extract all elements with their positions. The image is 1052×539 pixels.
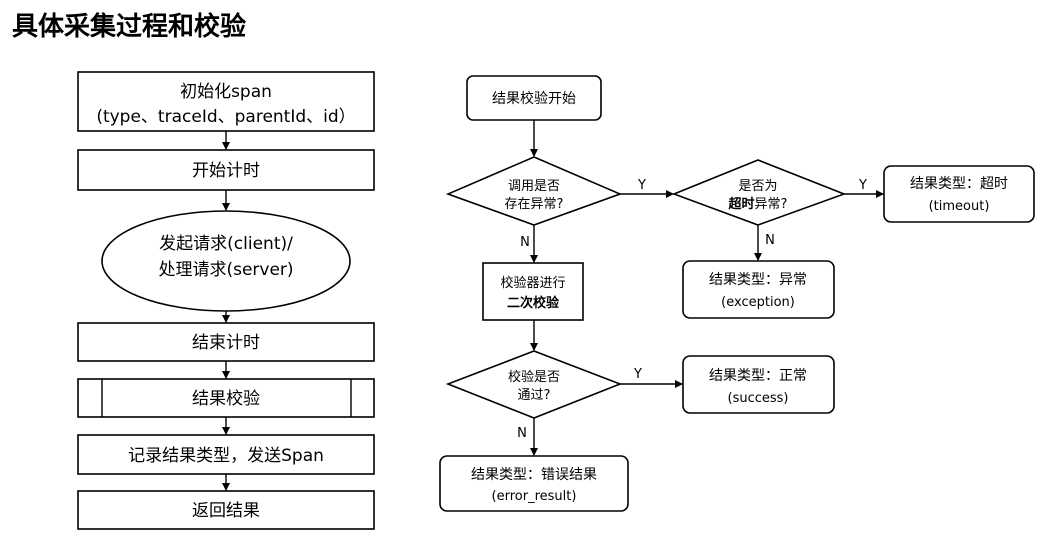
passed-check-line2: 通过?	[518, 388, 551, 403]
request-ellipse	[101, 210, 351, 312]
verify-start-label: 结果校验开始	[492, 90, 576, 107]
error-result-line1: 结果类型：错误结果	[471, 467, 597, 483]
success-result-line1: 结果类型：正常	[709, 368, 807, 384]
exception-check-diamond	[445, 156, 623, 226]
error-result-line2: (error_result)	[492, 489, 577, 504]
right-flow: Y Y N N Y N 结果校验开始 调用是否 存在异常? 是否为 超时异常? …	[439, 75, 1035, 512]
left-flow: 初始化span (type、traceId、parentId、id） 开始计时 …	[77, 71, 375, 530]
end-timer-box	[77, 322, 375, 362]
validator-line2: 二次校验	[507, 295, 560, 311]
exception-check-line1: 调用是否	[508, 179, 560, 194]
start-timer-box	[77, 149, 375, 191]
return-box	[77, 490, 375, 530]
end-timer-label: 结束计时	[192, 333, 260, 353]
label-passed-yes: Y	[633, 367, 642, 382]
timeout-result-line1: 结果类型：超时	[910, 176, 1008, 192]
init-span-box	[77, 71, 375, 132]
record-box	[77, 434, 375, 475]
verify-label: 结果校验	[192, 389, 260, 409]
init-span-label: 初始化span	[180, 82, 272, 102]
timeout-check-rest: 异常?	[755, 197, 788, 212]
verify-box	[77, 378, 375, 418]
verify-start-box	[466, 75, 602, 121]
success-result-box	[682, 355, 835, 414]
error-result-box	[439, 455, 629, 512]
request-label-client: 发起请求(client)/	[159, 234, 293, 254]
label-exception-yes: Y	[637, 178, 646, 193]
start-timer-label: 开始计时	[192, 161, 260, 181]
exception-result-line2: (exception)	[721, 295, 795, 310]
request-label-server: 处理请求(server)	[158, 260, 293, 280]
exception-result-line1: 结果类型：异常	[709, 272, 807, 288]
passed-check-line1: 校验是否	[508, 369, 560, 385]
page-title: 具体采集过程和校验	[12, 12, 247, 42]
record-label: 记录结果类型，发送Span	[128, 446, 324, 466]
success-result-line2: (success)	[728, 391, 789, 406]
return-label: 返回结果	[192, 501, 260, 521]
label-passed-no: N	[517, 426, 527, 441]
passed-check-diamond	[445, 350, 623, 419]
timeout-result-line2: (timeout)	[929, 199, 990, 214]
timeout-check-bold: 超时	[729, 196, 755, 212]
exception-check-line2: 存在异常?	[505, 197, 564, 212]
label-timeout-yes: Y	[858, 178, 867, 193]
timeout-check-line2: 超时异常?	[729, 196, 788, 212]
validator-box	[482, 262, 584, 321]
timeout-result-box	[883, 165, 1035, 223]
timeout-check-diamond	[671, 159, 847, 226]
timeout-check-line1: 是否为	[738, 179, 777, 194]
label-exception-no: N	[520, 235, 530, 250]
init-span-params: (type、traceId、parentId、id）	[96, 107, 355, 127]
label-timeout-no: N	[765, 233, 775, 248]
validator-line1: 校验器进行	[500, 275, 565, 291]
exception-result-box	[682, 260, 835, 319]
